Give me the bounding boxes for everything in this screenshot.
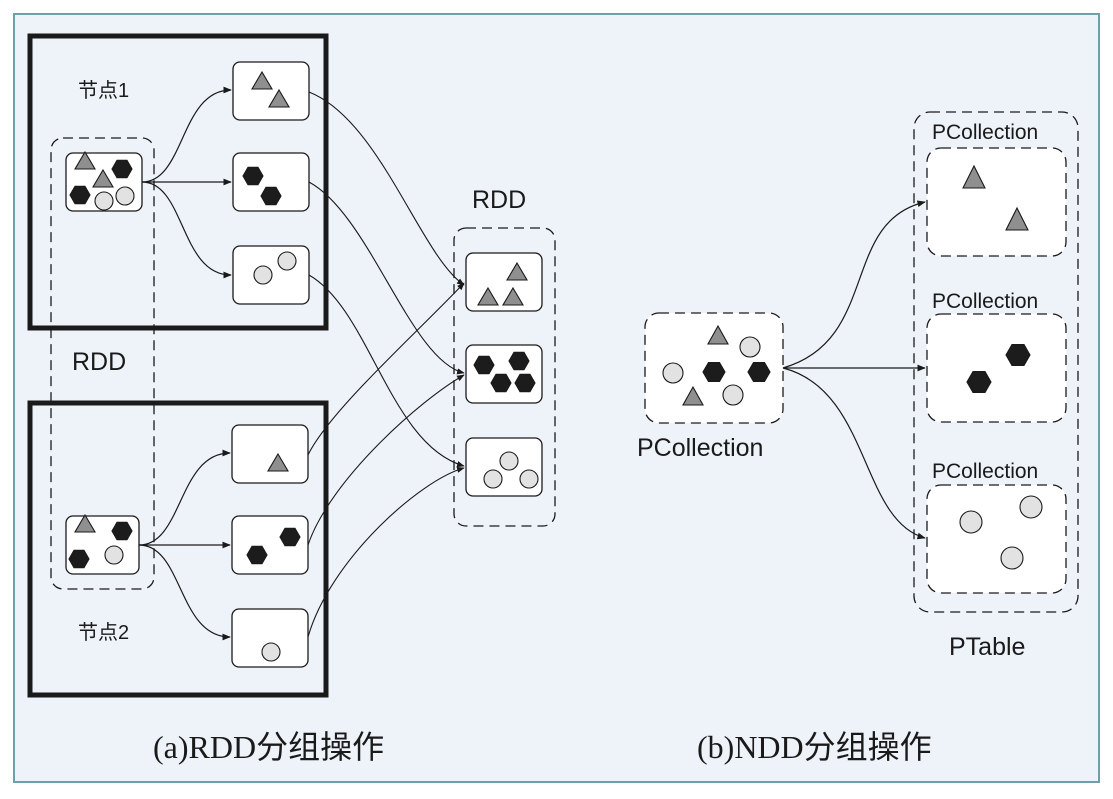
triangle-icon <box>477 286 499 306</box>
caption-b: (b)NDD分组操作 <box>697 729 932 765</box>
triangle-icon <box>268 88 290 108</box>
caption-a: (a)RDD分组操作 <box>153 729 384 765</box>
circle-icon <box>1019 495 1043 519</box>
pcollection-hexagons-box <box>926 313 1067 423</box>
input-pcollection-label: PCollection <box>637 434 763 462</box>
circle-icon <box>483 469 503 489</box>
node-1-box <box>27 33 329 331</box>
node-2-circle-group <box>231 608 309 668</box>
node-2-hexagon-group <box>231 515 309 575</box>
hexagon-icon <box>68 549 90 569</box>
node-2-source-items <box>68 513 133 569</box>
triangle-icon <box>74 513 96 533</box>
circle-icon <box>722 384 744 406</box>
group-label-hexagons: PCollection <box>932 290 1038 313</box>
ptable-container <box>913 111 1079 613</box>
ptable-label: PTable <box>949 633 1025 661</box>
circle-icon <box>519 469 539 489</box>
hexagon-icon <box>242 166 264 186</box>
circle-icon <box>261 642 281 662</box>
panel-a: 节点1 节点2 RDD RDD <box>27 33 556 765</box>
hexagon-icon <box>1005 344 1031 366</box>
node-2-triangle-group <box>231 424 309 484</box>
triangle-icon <box>1005 206 1029 231</box>
circle-icon <box>94 191 114 211</box>
triangle-icon <box>74 150 96 170</box>
figure-background <box>13 13 1100 783</box>
hexagon-icon <box>514 373 536 393</box>
triangle-icon <box>707 324 729 345</box>
input-pcollection-items <box>662 324 771 406</box>
node-2-box <box>27 400 329 698</box>
node-1-split-items <box>242 70 297 285</box>
node-1-label: 节点1 <box>78 79 129 102</box>
hexagon-icon <box>246 545 268 565</box>
rdd-right-label: RDD <box>472 186 526 214</box>
rdd-right-items <box>473 261 539 489</box>
pcollection-group-items <box>959 164 1043 570</box>
circle-icon <box>104 545 124 565</box>
node-1-triangle-group <box>232 61 310 121</box>
hexagon-icon <box>279 527 301 547</box>
triangle-icon <box>962 164 986 189</box>
shuffle-arrows <box>307 91 465 638</box>
circle-icon <box>739 336 761 358</box>
hexagon-icon <box>747 361 771 383</box>
node-2-label: 节点2 <box>78 621 129 644</box>
rdd-container-right <box>453 227 556 527</box>
circle-icon <box>499 451 519 471</box>
hexagon-icon <box>508 351 530 371</box>
hexagon-icon <box>490 373 512 393</box>
group-label-triangles: PCollection <box>932 121 1038 144</box>
hexagon-icon <box>260 186 282 206</box>
pcollection-triangles-box <box>926 147 1067 257</box>
triangle-icon <box>251 70 273 90</box>
node-1-source-items <box>69 150 135 211</box>
triangle-icon <box>92 168 114 188</box>
pcollection-circles-box <box>926 484 1067 594</box>
circle-icon <box>115 186 135 206</box>
circle-icon <box>959 510 983 534</box>
circle-icon <box>662 362 684 384</box>
rdd-left-label: RDD <box>72 348 126 376</box>
group-label-circles: PCollection <box>932 460 1038 483</box>
circle-icon <box>1000 546 1024 570</box>
node-1-split-arrows <box>141 86 232 279</box>
hexagon-icon <box>111 521 133 541</box>
triangle-icon <box>267 452 289 472</box>
node-2-split-items <box>246 452 301 662</box>
hexagon-icon <box>473 355 495 375</box>
node-2-split-arrows <box>138 449 231 641</box>
hexagon-icon <box>69 185 91 205</box>
triangle-icon <box>506 261 528 281</box>
triangle-icon <box>502 286 524 306</box>
group-by-arrows <box>782 200 926 540</box>
hexagon-icon <box>702 361 726 383</box>
circle-icon <box>277 251 297 271</box>
panel-b: PCollection PTable PCollection PCollecti… <box>637 111 1079 765</box>
triangle-icon <box>682 385 704 406</box>
hexagon-icon <box>966 371 992 393</box>
hexagon-icon <box>111 159 133 179</box>
circle-icon <box>253 265 273 285</box>
rdd-container-left <box>50 137 155 590</box>
